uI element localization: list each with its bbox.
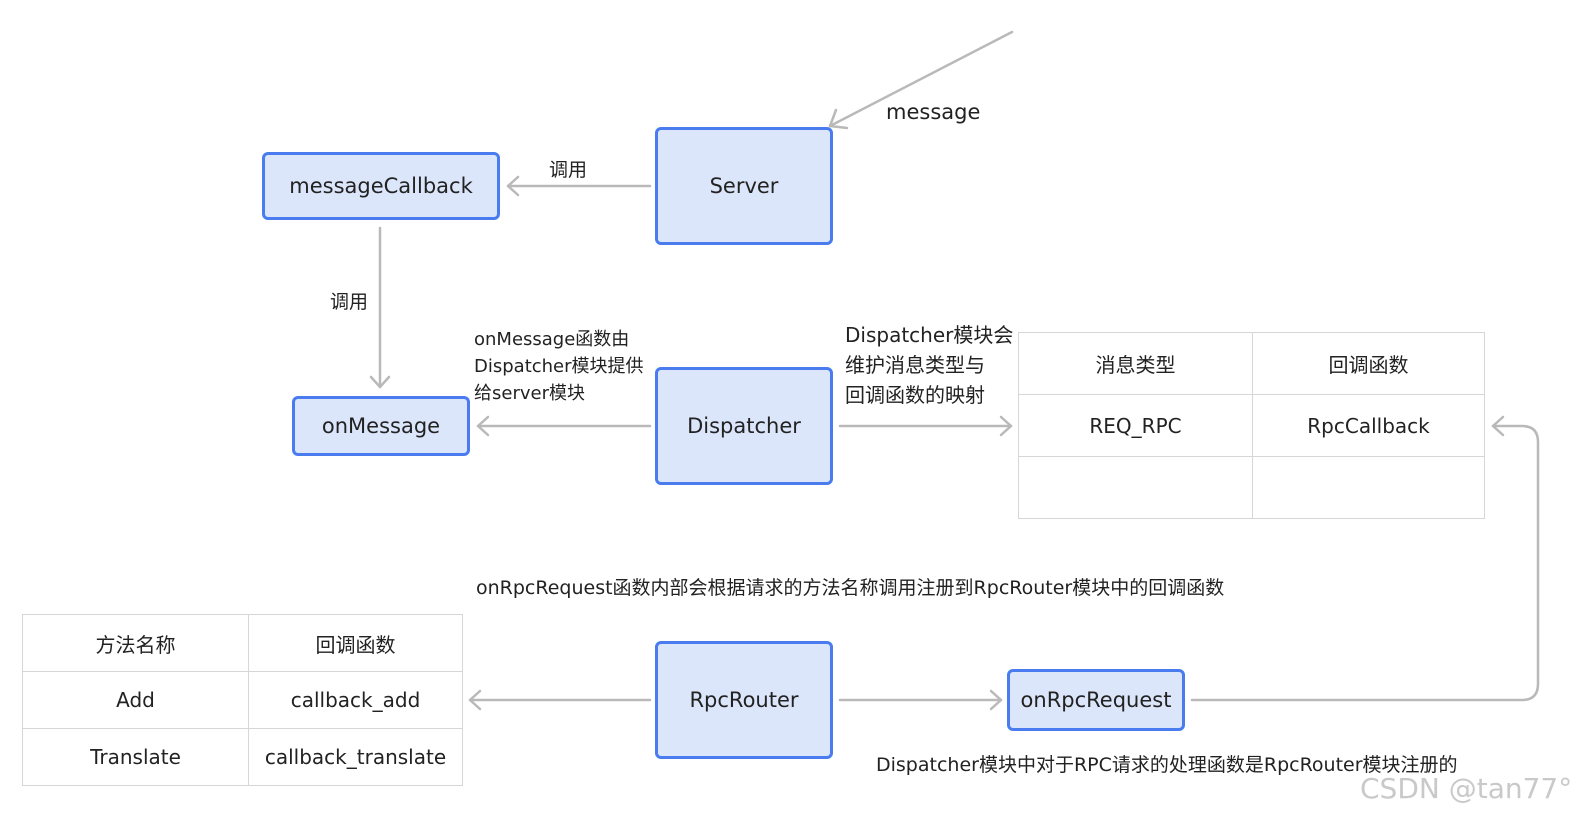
arrow-onrpcrequest-to-rpccallback xyxy=(1190,415,1540,702)
on-rpc-request-node: onRpcRequest xyxy=(1007,669,1185,731)
table-cell: RpcCallback xyxy=(1252,394,1485,457)
table-cell xyxy=(1252,456,1485,519)
table-cell: callback_add xyxy=(248,671,463,729)
onmessage-note-line-3: 给server模块 xyxy=(474,383,585,404)
table-cell: Translate xyxy=(22,728,249,786)
message-type-table: 消息类型 回调函数 REQ_RPC RpcCallback xyxy=(1018,332,1485,519)
arrow-callback-to-onmessage xyxy=(369,226,391,389)
table-header-cell: 方法名称 xyxy=(22,614,249,672)
onmessage-note: onMessage函数由 Dispatcher模块提供 给server模块 xyxy=(474,326,644,407)
on-message-node: onMessage xyxy=(292,396,470,456)
table-header-cell: 回调函数 xyxy=(1252,332,1485,395)
arrow-dispatcher-to-onmessage xyxy=(476,415,652,437)
onmessage-note-line-1: onMessage函数由 xyxy=(474,329,630,350)
call-label-left: 调用 xyxy=(330,291,369,313)
dispatcher-note-line-2: 维护消息类型与 xyxy=(845,353,985,377)
table-row: Add callback_add xyxy=(22,671,463,729)
table-cell: Add xyxy=(22,671,249,729)
dispatcher-node: Dispatcher xyxy=(655,367,833,485)
watermark: CSDN @tan77° xyxy=(1360,772,1573,805)
table-row xyxy=(1018,456,1485,519)
arrow-dispatcher-to-table xyxy=(838,415,1013,437)
table-cell: callback_translate xyxy=(248,728,463,786)
message-callback-node: messageCallback xyxy=(262,152,500,220)
arrow-router-to-method-table xyxy=(468,689,652,711)
server-node: Server xyxy=(655,127,833,245)
table-cell: REQ_RPC xyxy=(1018,394,1253,457)
onrpcrequest-note: onRpcRequest函数内部会根据请求的方法名称调用注册到RpcRouter… xyxy=(476,577,1225,599)
incoming-message-label: message xyxy=(886,100,981,124)
dispatcher-note-line-3: 回调函数的映射 xyxy=(845,383,985,407)
call-label-top: 调用 xyxy=(549,159,588,181)
arrow-router-to-onrpcrequest xyxy=(838,689,1003,711)
dispatcher-note-line-1: Dispatcher模块会 xyxy=(845,323,1014,347)
table-header-row: 消息类型 回调函数 xyxy=(1018,332,1485,395)
dispatcher-rpc-note: Dispatcher模块中对于RPC请求的处理函数是RpcRouter模块注册的 xyxy=(876,754,1458,776)
table-row: REQ_RPC RpcCallback xyxy=(1018,394,1485,457)
table-header-cell: 回调函数 xyxy=(248,614,463,672)
table-row: Translate callback_translate xyxy=(22,728,463,786)
onmessage-note-line-2: Dispatcher模块提供 xyxy=(474,356,644,377)
method-table: 方法名称 回调函数 Add callback_add Translate cal… xyxy=(22,614,463,786)
table-cell xyxy=(1018,456,1253,519)
rpc-router-node: RpcRouter xyxy=(655,641,833,759)
table-header-cell: 消息类型 xyxy=(1018,332,1253,395)
dispatcher-note: Dispatcher模块会 维护消息类型与 回调函数的映射 xyxy=(845,320,1013,410)
table-header-row: 方法名称 回调函数 xyxy=(22,614,463,672)
arrow-server-to-callback xyxy=(506,175,652,197)
incoming-message-arrow xyxy=(828,30,1014,130)
